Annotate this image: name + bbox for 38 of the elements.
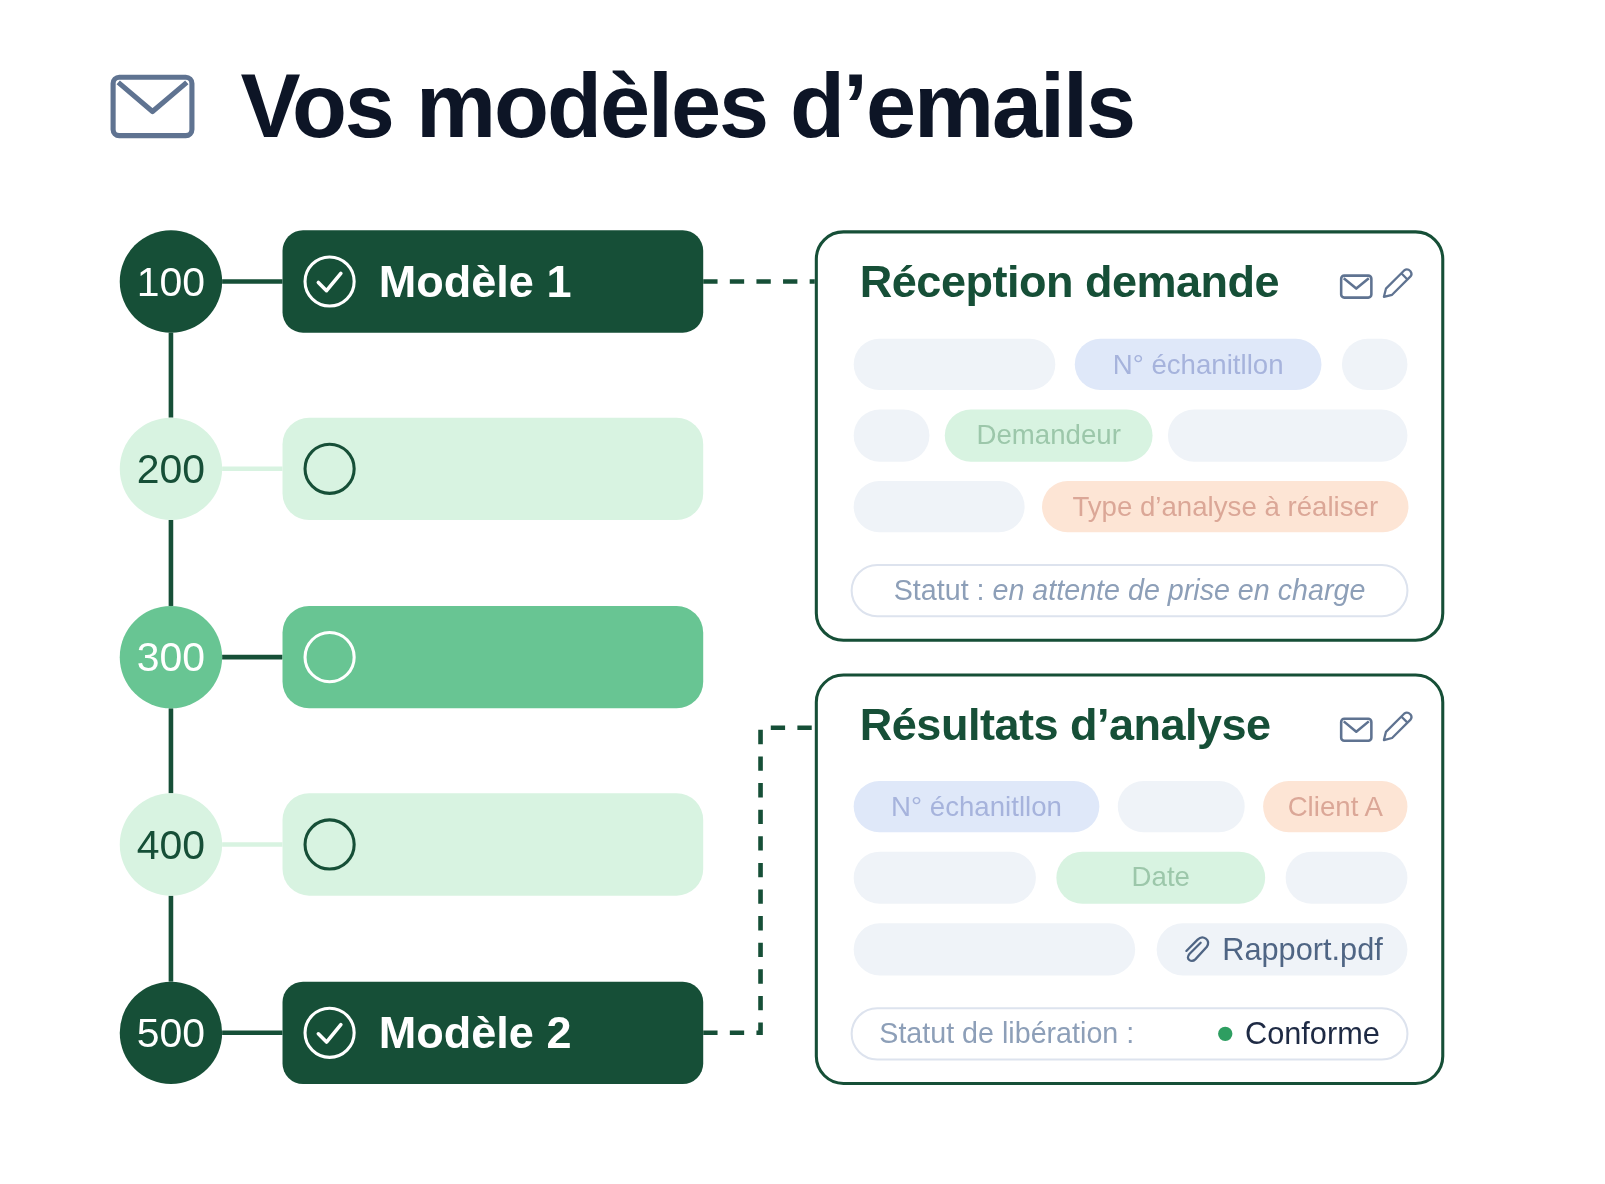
template-card — [814, 230, 1445, 642]
file-name: Rapport.pdf — [1222, 932, 1383, 967]
template-name: Modèle 1 — [378, 255, 572, 308]
template-bar — [282, 981, 704, 1084]
card-title: Réception demande — [859, 255, 1280, 308]
template-name: Modèle 2 — [378, 1007, 572, 1059]
connector-line — [168, 708, 174, 794]
status-label: Statut de libération : — [879, 1017, 1135, 1051]
connector-line — [168, 520, 174, 606]
field-tag: N° échanitllon — [1074, 338, 1322, 390]
template-bar — [282, 230, 704, 333]
number-badge: 200 — [119, 417, 223, 520]
template-bar — [282, 793, 704, 896]
template-bar — [282, 417, 704, 520]
connector-line — [222, 1030, 283, 1036]
field-tag: Date — [1056, 851, 1266, 904]
connector-line — [222, 466, 283, 472]
number-badge: 100 — [119, 230, 223, 333]
field-tag: Demandeur — [944, 409, 1153, 462]
connector-line — [222, 279, 283, 284]
connector-line — [168, 332, 174, 418]
connector-line — [222, 842, 283, 847]
field-tag: Type d’analyse à réaliser — [1042, 481, 1409, 533]
field-tag: Client A — [1263, 781, 1408, 833]
number-badge: 300 — [119, 605, 223, 709]
number-badge: 500 — [119, 981, 223, 1084]
card-title: Résultats d’analyse — [859, 699, 1271, 751]
page-title: Vos modèles d’emails — [240, 61, 1135, 152]
connector-line — [222, 654, 283, 660]
field-tag: N° échanitllon — [853, 781, 1100, 833]
dashed-connector — [703, 279, 815, 284]
connector-line — [168, 895, 174, 982]
template-bar — [282, 605, 704, 709]
status-value: Conforme — [1245, 1016, 1380, 1052]
template-card — [814, 673, 1445, 1085]
dashed-connector — [703, 725, 815, 1036]
number-badge: 400 — [119, 793, 223, 896]
status-field: Statut : en attente de prise en charge — [850, 564, 1409, 618]
